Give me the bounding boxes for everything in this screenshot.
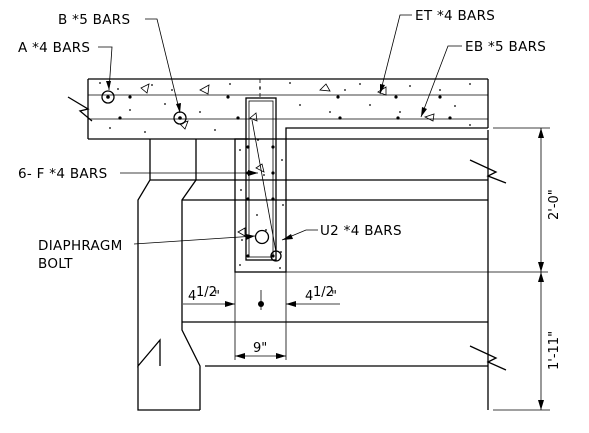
vertical-dimensions bbox=[493, 127, 550, 411]
u2-bar bbox=[251, 119, 282, 262]
slab-underside-right bbox=[259, 79, 488, 139]
upper-height-dim: 2'-0" bbox=[547, 189, 562, 220]
svg-text:4: 4 bbox=[305, 289, 313, 304]
eb-bars-label: EB *5 BARS bbox=[465, 39, 546, 55]
a-bars-label: A *4 BARS bbox=[18, 40, 90, 56]
svg-text:": " bbox=[214, 289, 220, 304]
girder-left bbox=[137, 139, 201, 411]
lower-height-dim: 1'-11" bbox=[547, 331, 562, 370]
slab-aggregate bbox=[140, 83, 435, 130]
b-bar-circle bbox=[173, 111, 187, 125]
svg-text:1/2: 1/2 bbox=[196, 285, 217, 300]
f-bars-label: 6- F *4 BARS bbox=[18, 166, 107, 182]
slab-stipple bbox=[99, 82, 471, 133]
svg-text:": " bbox=[331, 289, 337, 304]
et-bars-label: ET *4 BARS bbox=[415, 8, 495, 24]
horizontal-dimensions bbox=[183, 272, 340, 360]
u2-bars-label: U2 *4 BARS bbox=[320, 223, 402, 239]
left-offset-dim: 4 1/2 " bbox=[188, 285, 220, 304]
diaphragm-bolt bbox=[254, 229, 270, 245]
beam-lines-right bbox=[182, 79, 548, 410]
deck-slab bbox=[67, 78, 488, 140]
diaphragm-stipple bbox=[239, 139, 284, 269]
svg-text:4: 4 bbox=[188, 289, 196, 304]
diaphragm-width-dim: 9" bbox=[253, 341, 267, 356]
b-bars-label: B *5 BARS bbox=[58, 12, 130, 28]
diaphragm bbox=[234, 97, 287, 273]
leaders bbox=[98, 14, 462, 245]
svg-text:1/2: 1/2 bbox=[313, 285, 334, 300]
diaphragm-bolt-label-2: BOLT bbox=[38, 256, 73, 272]
diaphragm-aggregate bbox=[237, 112, 265, 237]
slab-rebar bbox=[118, 95, 452, 120]
a-bar-circle bbox=[101, 90, 115, 104]
right-offset-dim: 4 1/2 " bbox=[305, 285, 337, 304]
diaphragm-bolt-label-1: DIAPHRAGM bbox=[38, 238, 123, 254]
f-bars bbox=[246, 145, 275, 258]
